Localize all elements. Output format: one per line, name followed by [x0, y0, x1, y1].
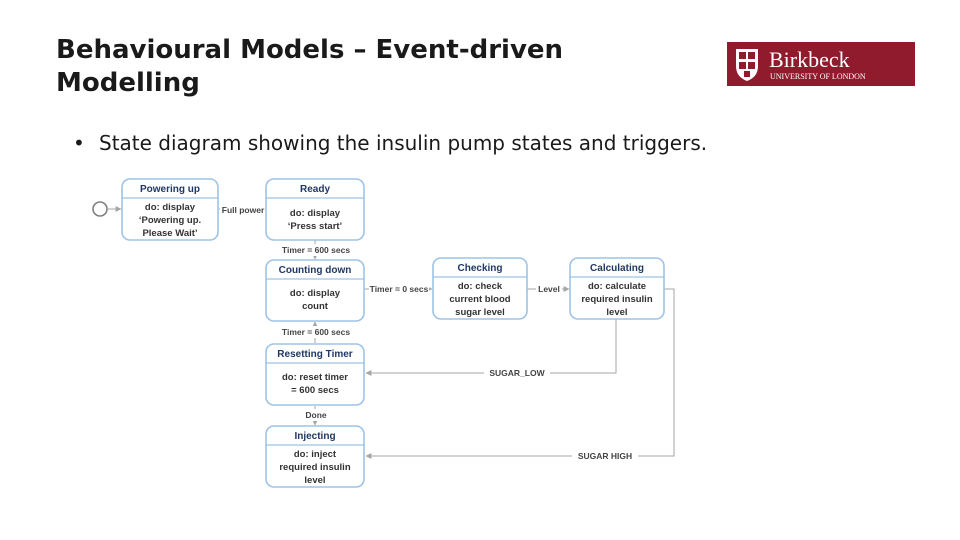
state-title: Counting down	[279, 265, 352, 276]
state-action-line: do: reset timer	[282, 372, 348, 383]
state-action-line: ‘Powering up.	[139, 215, 201, 226]
state-resetting-timer: Resetting Timer do: reset timer = 600 se…	[265, 343, 365, 406]
state-action-line: do: display	[290, 288, 341, 299]
slide-title-line-2: Modelling	[56, 68, 200, 98]
state-action-line: do: inject	[294, 449, 337, 460]
slide-title: Behavioural Models – Event-driven Modell…	[56, 34, 676, 100]
state-checking: Checking do: check current blood sugar l…	[432, 257, 528, 320]
state-action-line: = 600 secs	[291, 385, 339, 396]
slide-title-line-1: Behavioural Models – Event-driven	[56, 35, 564, 65]
bullet-text: State diagram showing the insulin pump s…	[99, 131, 708, 155]
state-action-line: required insulin	[581, 294, 652, 305]
state-title: Ready	[300, 184, 330, 195]
state-action-line: ‘Press start’	[288, 221, 342, 232]
state-title: Resetting Timer	[277, 349, 352, 360]
state-action-line: do: display	[145, 202, 196, 213]
timer-600-label: Timer = 600 secs	[282, 245, 350, 255]
state-counting-down: Counting down do: display count	[265, 259, 365, 322]
state-title: Injecting	[294, 431, 335, 442]
state-powering-up: Powering up do: display ‘Powering up. Pl…	[121, 178, 219, 241]
sugar-low-arrow	[365, 319, 617, 376]
state-action-line: do: check	[458, 281, 503, 292]
state-action-line: sugar level	[455, 307, 505, 318]
state-action-line: Please Wait’	[142, 228, 197, 239]
bullet-item: • State diagram showing the insulin pump …	[73, 131, 707, 155]
bullet-dot-icon: •	[73, 131, 85, 155]
timer-600-reset-label: Timer = 600 secs	[282, 327, 350, 337]
transition-labels: Full power Timer = 600 secs Timer = 0 se…	[220, 203, 638, 462]
initial-state-icon	[92, 201, 108, 217]
state-title: Powering up	[140, 184, 200, 195]
logo-subtitle: UNIVERSITY OF LONDON	[770, 72, 866, 81]
state-action-line: level	[304, 475, 325, 486]
done-label: Done	[305, 410, 327, 420]
full-power-label: Full power	[222, 205, 265, 215]
sugar-high-label: SUGAR HIGH	[578, 451, 632, 461]
logo-wordmark: Birkbeck	[769, 47, 850, 72]
sugar-high-arrow	[365, 288, 675, 459]
state-action-line: count	[302, 301, 329, 312]
state-action-line: do: display	[290, 208, 341, 219]
state-action-line: current blood	[449, 294, 510, 305]
state-ready: Ready do: display ‘Press start’	[265, 178, 365, 241]
state-action-line: level	[606, 307, 627, 318]
timer-0-label: Timer = 0 secs	[370, 284, 429, 294]
state-title: Checking	[457, 263, 502, 274]
crest-icon	[736, 49, 758, 81]
sugar-low-label: SUGAR_LOW	[489, 368, 545, 378]
state-title: Calculating	[590, 263, 644, 274]
state-action-line: do: calculate	[588, 281, 646, 292]
state-calculating: Calculating do: calculate required insul…	[569, 257, 665, 320]
birkbeck-logo: Birkbeck UNIVERSITY OF LONDON	[727, 42, 915, 86]
state-injecting: Injecting do: inject required insulin le…	[265, 425, 365, 488]
state-action-line: required insulin	[279, 462, 350, 473]
level-label: Level	[538, 284, 560, 294]
